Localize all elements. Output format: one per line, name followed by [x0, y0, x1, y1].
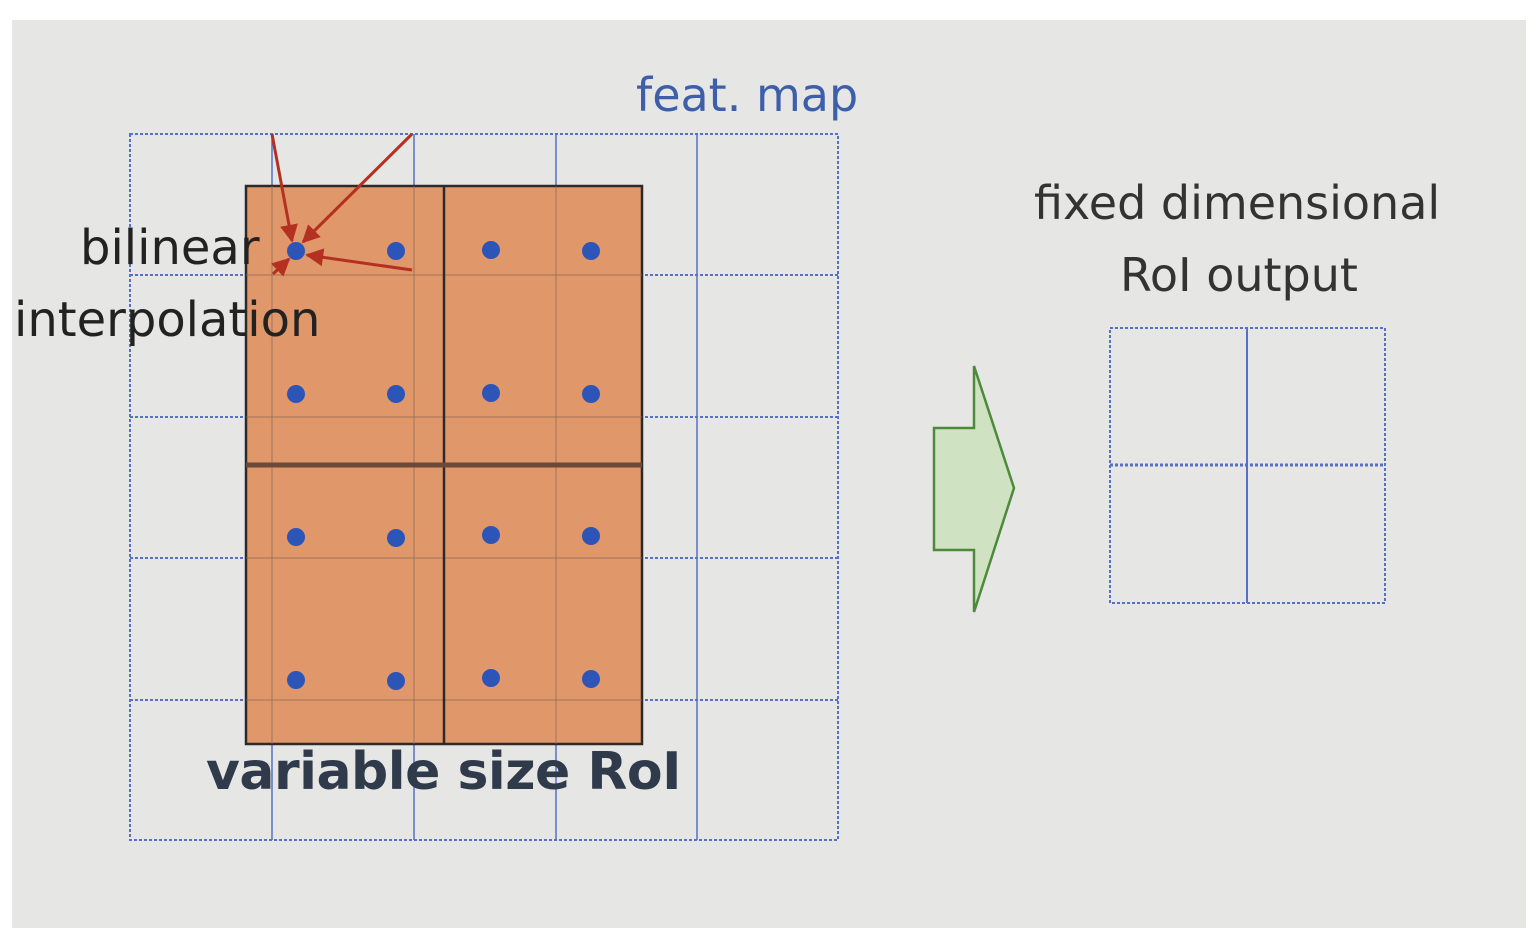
sample-point	[287, 671, 305, 689]
fixed-output-label-line2: RoI output	[1120, 248, 1358, 302]
bilinear-label: bilinear	[80, 220, 260, 276]
variable-roi-label: variable size RoI	[206, 742, 682, 802]
sample-point	[387, 242, 405, 260]
interp-arrow	[301, 132, 414, 244]
sample-point	[287, 528, 305, 546]
sampling-points	[287, 241, 600, 690]
sample-point	[482, 384, 500, 402]
sample-point	[482, 526, 500, 544]
sample-point	[387, 385, 405, 403]
fixed-output-label-line1: fixed dimensional	[1034, 176, 1441, 230]
sample-point	[582, 670, 600, 688]
roi-output-grid	[1109, 327, 1386, 604]
sample-point	[387, 529, 405, 547]
sample-point	[482, 669, 500, 687]
sample-point	[582, 385, 600, 403]
sample-point	[387, 672, 405, 690]
interp-arrow	[270, 133, 298, 243]
variable-size-roi	[244, 184, 644, 746]
interp-arrow	[305, 248, 413, 272]
interpolation-arrows	[270, 132, 414, 277]
sample-point	[482, 241, 500, 259]
feature-map-label: feat. map	[636, 68, 859, 122]
right-arrow-icon	[932, 365, 1016, 613]
interpolation-label: interpolation	[14, 292, 321, 348]
sample-point	[287, 242, 305, 260]
sample-point	[582, 527, 600, 545]
sample-point	[582, 242, 600, 260]
interp-arrow	[271, 257, 291, 277]
sample-point	[287, 385, 305, 403]
